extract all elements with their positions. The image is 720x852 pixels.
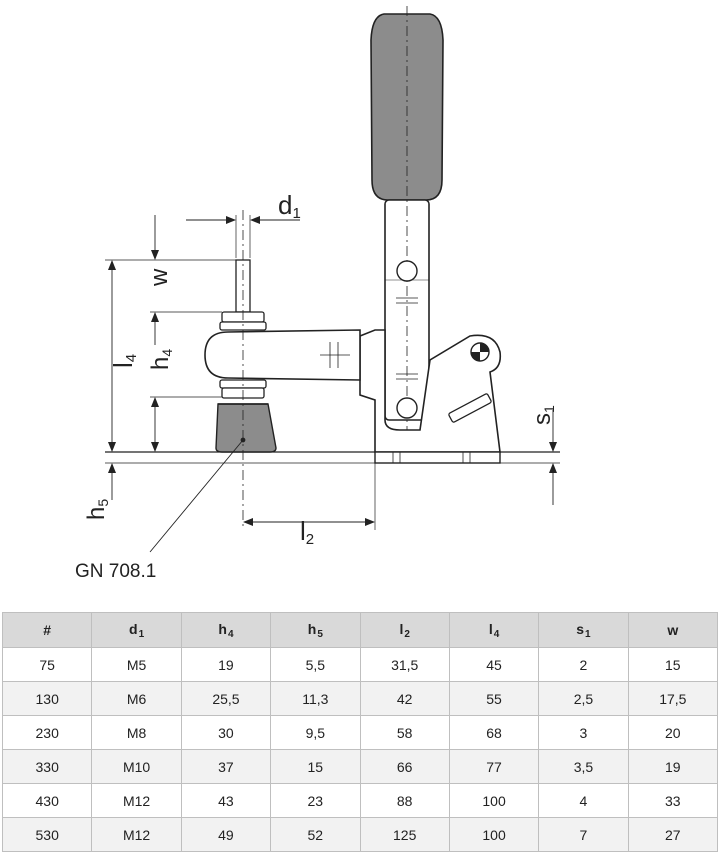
table-cell: 75 [1,647,93,682]
clamp-arm [204,329,361,381]
label-h5: h5 [83,499,111,520]
handle-pivot-top [396,260,418,282]
table-header-cell: l2 [359,612,450,648]
header-symbol: l [399,620,404,637]
table-cell: 2,5 [538,681,629,716]
table-cell: 43 [180,783,272,818]
table-cell: 42 [359,681,450,716]
table-cell: 19 [180,647,272,682]
table-cell: 100 [448,817,540,852]
table-cell: 23 [270,783,361,818]
header-symbol: h [218,620,227,637]
table-cell: 88 [359,783,450,818]
table-cell: 2 [538,647,629,682]
label-d1: d1 [278,190,301,222]
label-s1: s1 [529,405,557,425]
header-symbol: h [307,620,317,637]
table-header-cell: s1 [538,612,629,648]
table-cell: 15 [270,749,361,784]
table-header-cell: # [1,612,93,648]
table-cell: 430 [1,783,93,818]
header-subscript: 4 [227,628,234,640]
table-cell: 3 [538,715,629,750]
table-cell: 66 [359,749,450,784]
header-symbol: d [129,620,138,637]
table-cell: 130 [1,681,93,716]
table-cell: 33 [627,783,719,818]
table-cell: 17,5 [627,681,719,716]
table-cell: 100 [448,783,540,818]
table-cell: 530 [1,817,93,852]
label-l4: l4 [108,354,140,368]
header-subscript: 2 [404,628,410,640]
table-header-cell: h5 [270,612,361,648]
table-cell: M12 [91,783,182,818]
table-header-cell: h4 [180,612,272,648]
table-cell: 7 [538,817,629,852]
header-subscript: 4 [493,628,500,640]
header-symbol: s [576,620,585,637]
table-cell: M10 [91,749,182,784]
table-cell: 15 [627,647,719,682]
table-header-cell: l4 [448,612,540,648]
table-cell: M6 [91,681,182,716]
table-cell: 68 [448,715,540,750]
table-cell: 27 [627,817,719,852]
clamp-body [359,329,502,453]
table-header-cell: w [627,612,719,648]
label-part-ref: GN 708.1 [75,561,156,582]
table-cell: 55 [448,681,540,716]
table-cell: 20 [627,715,719,750]
label-w: w [146,268,173,287]
header-symbol: w [667,622,679,638]
part-ref-leader [149,439,244,553]
spindle-cap [215,403,277,453]
table-cell: 45 [448,647,540,682]
label-l2: l2 [300,516,314,548]
table-cell: 9,5 [270,715,361,750]
table-cell: 52 [270,817,361,852]
table-cell: 30 [180,715,272,750]
handle-pivot-bottom [396,397,418,419]
table-cell: 3,5 [538,749,629,784]
table-cell: M5 [91,647,182,682]
body-slot [448,393,492,423]
base-plate [374,451,501,464]
table-cell: 230 [1,715,93,750]
table-cell: 4 [538,783,629,818]
table-cell: 58 [359,715,450,750]
table-cell: 77 [448,749,540,784]
table-cell: 11,3 [270,681,361,716]
header-subscript: 1 [585,628,591,640]
table-cell: M12 [91,817,182,852]
table-cell: 31,5 [359,647,450,682]
table-cell: M8 [91,715,182,750]
table-cell: 5,5 [270,647,361,682]
header-symbol: # [43,622,52,638]
label-h4: h4 [147,349,175,370]
table-cell: 330 [1,749,93,784]
table-cell: 49 [180,817,272,852]
table-header-cell: d1 [91,612,182,648]
header-subscript: 1 [138,628,145,640]
clamp-technical-drawing: d1 w l4 h4 s1 h5 l2 GN 708.1 [75,6,560,582]
header-symbol: l [488,620,493,637]
table-cell: 37 [180,749,272,784]
table-cell: 125 [359,817,450,852]
header-subscript: 5 [317,628,323,640]
table-cell: 19 [627,749,719,784]
table-cell: 25,5 [180,681,272,716]
